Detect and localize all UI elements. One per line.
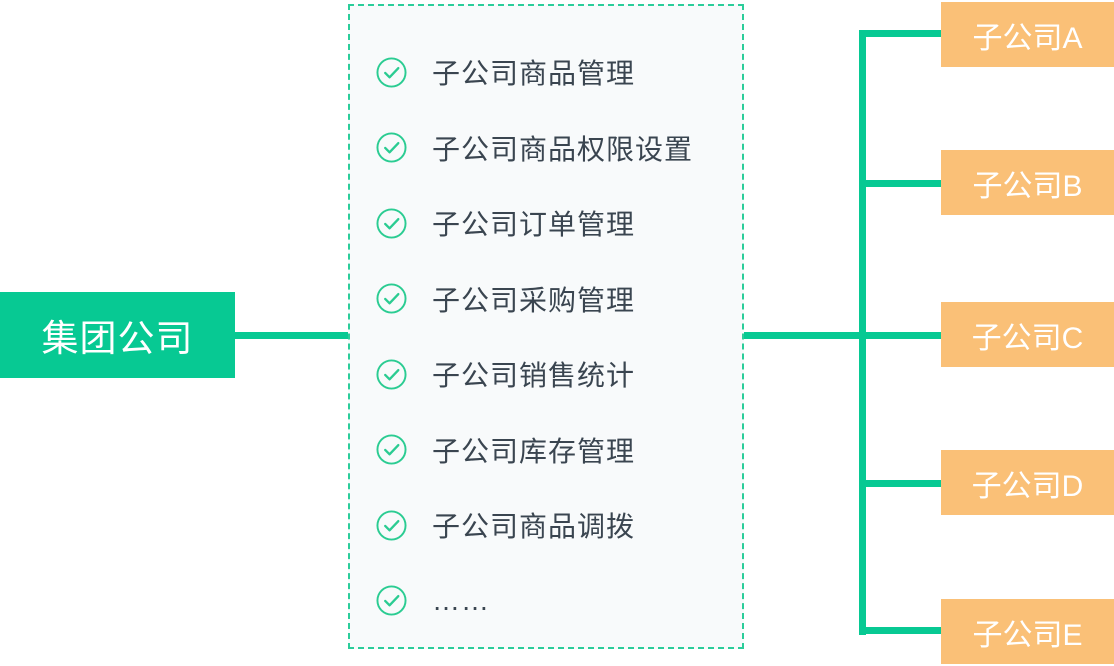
feature-label: 子公司库存管理 [432, 435, 636, 467]
feature-label: 子公司商品权限设置 [432, 133, 694, 165]
check-circle-icon [376, 585, 407, 616]
subsidiary-c-label: 子公司C [971, 321, 1084, 355]
subsidiary-c-node: 子公司C [941, 302, 1114, 367]
subsidiary-e-label: 子公司E [972, 618, 1083, 652]
feature-row: 子公司库存管理 [376, 432, 722, 468]
feature-label: 子公司商品管理 [432, 58, 636, 89]
feature-row: 子公司订单管理 [376, 205, 722, 241]
feature-label: …… [432, 584, 490, 616]
feature-label: 子公司订单管理 [432, 209, 636, 241]
check-circle-icon [376, 56, 407, 88]
connector-branch-d [862, 480, 941, 487]
subsidiary-a-node: 子公司A [941, 2, 1114, 67]
feature-label: 子公司采购管理 [432, 284, 636, 316]
check-circle-icon [376, 132, 407, 163]
connector-branch-a [862, 30, 941, 37]
subsidiary-b-label: 子公司B [972, 169, 1083, 203]
feature-row: 子公司采购管理 [376, 281, 722, 317]
feature-list-panel: 子公司商品管理 子公司商品权限设置 子公司订单管理 子公司采购管理 [348, 4, 744, 649]
connector-panel-to-trunk [744, 332, 941, 339]
check-circle-icon [376, 510, 407, 541]
check-circle-icon [376, 434, 407, 465]
feature-row: 子公司商品权限设置 [376, 130, 722, 166]
feature-row: 子公司销售统计 [376, 356, 722, 392]
connector-root-to-panel [235, 332, 348, 339]
check-circle-icon [376, 208, 407, 239]
subsidiary-d-node: 子公司D [941, 450, 1114, 515]
subsidiary-b-node: 子公司B [941, 150, 1114, 215]
connector-branch-c [862, 332, 941, 339]
subsidiary-a-label: 子公司A [972, 21, 1083, 55]
check-circle-icon [376, 283, 407, 314]
group-company-node: 集团公司 [0, 292, 235, 378]
feature-label: 子公司商品调拨 [432, 511, 636, 543]
feature-row: 子公司商品调拨 [376, 507, 722, 543]
feature-label: 子公司销售统计 [432, 360, 636, 392]
check-circle-icon [376, 359, 407, 390]
feature-row: …… [376, 583, 722, 619]
subsidiary-e-node: 子公司E [941, 599, 1114, 664]
subsidiary-d-label: 子公司D [971, 469, 1084, 503]
group-company-label: 集团公司 [41, 318, 194, 359]
connector-branch-e [862, 627, 941, 634]
feature-row: 子公司商品管理 [376, 54, 722, 90]
connector-branch-b [862, 180, 941, 187]
